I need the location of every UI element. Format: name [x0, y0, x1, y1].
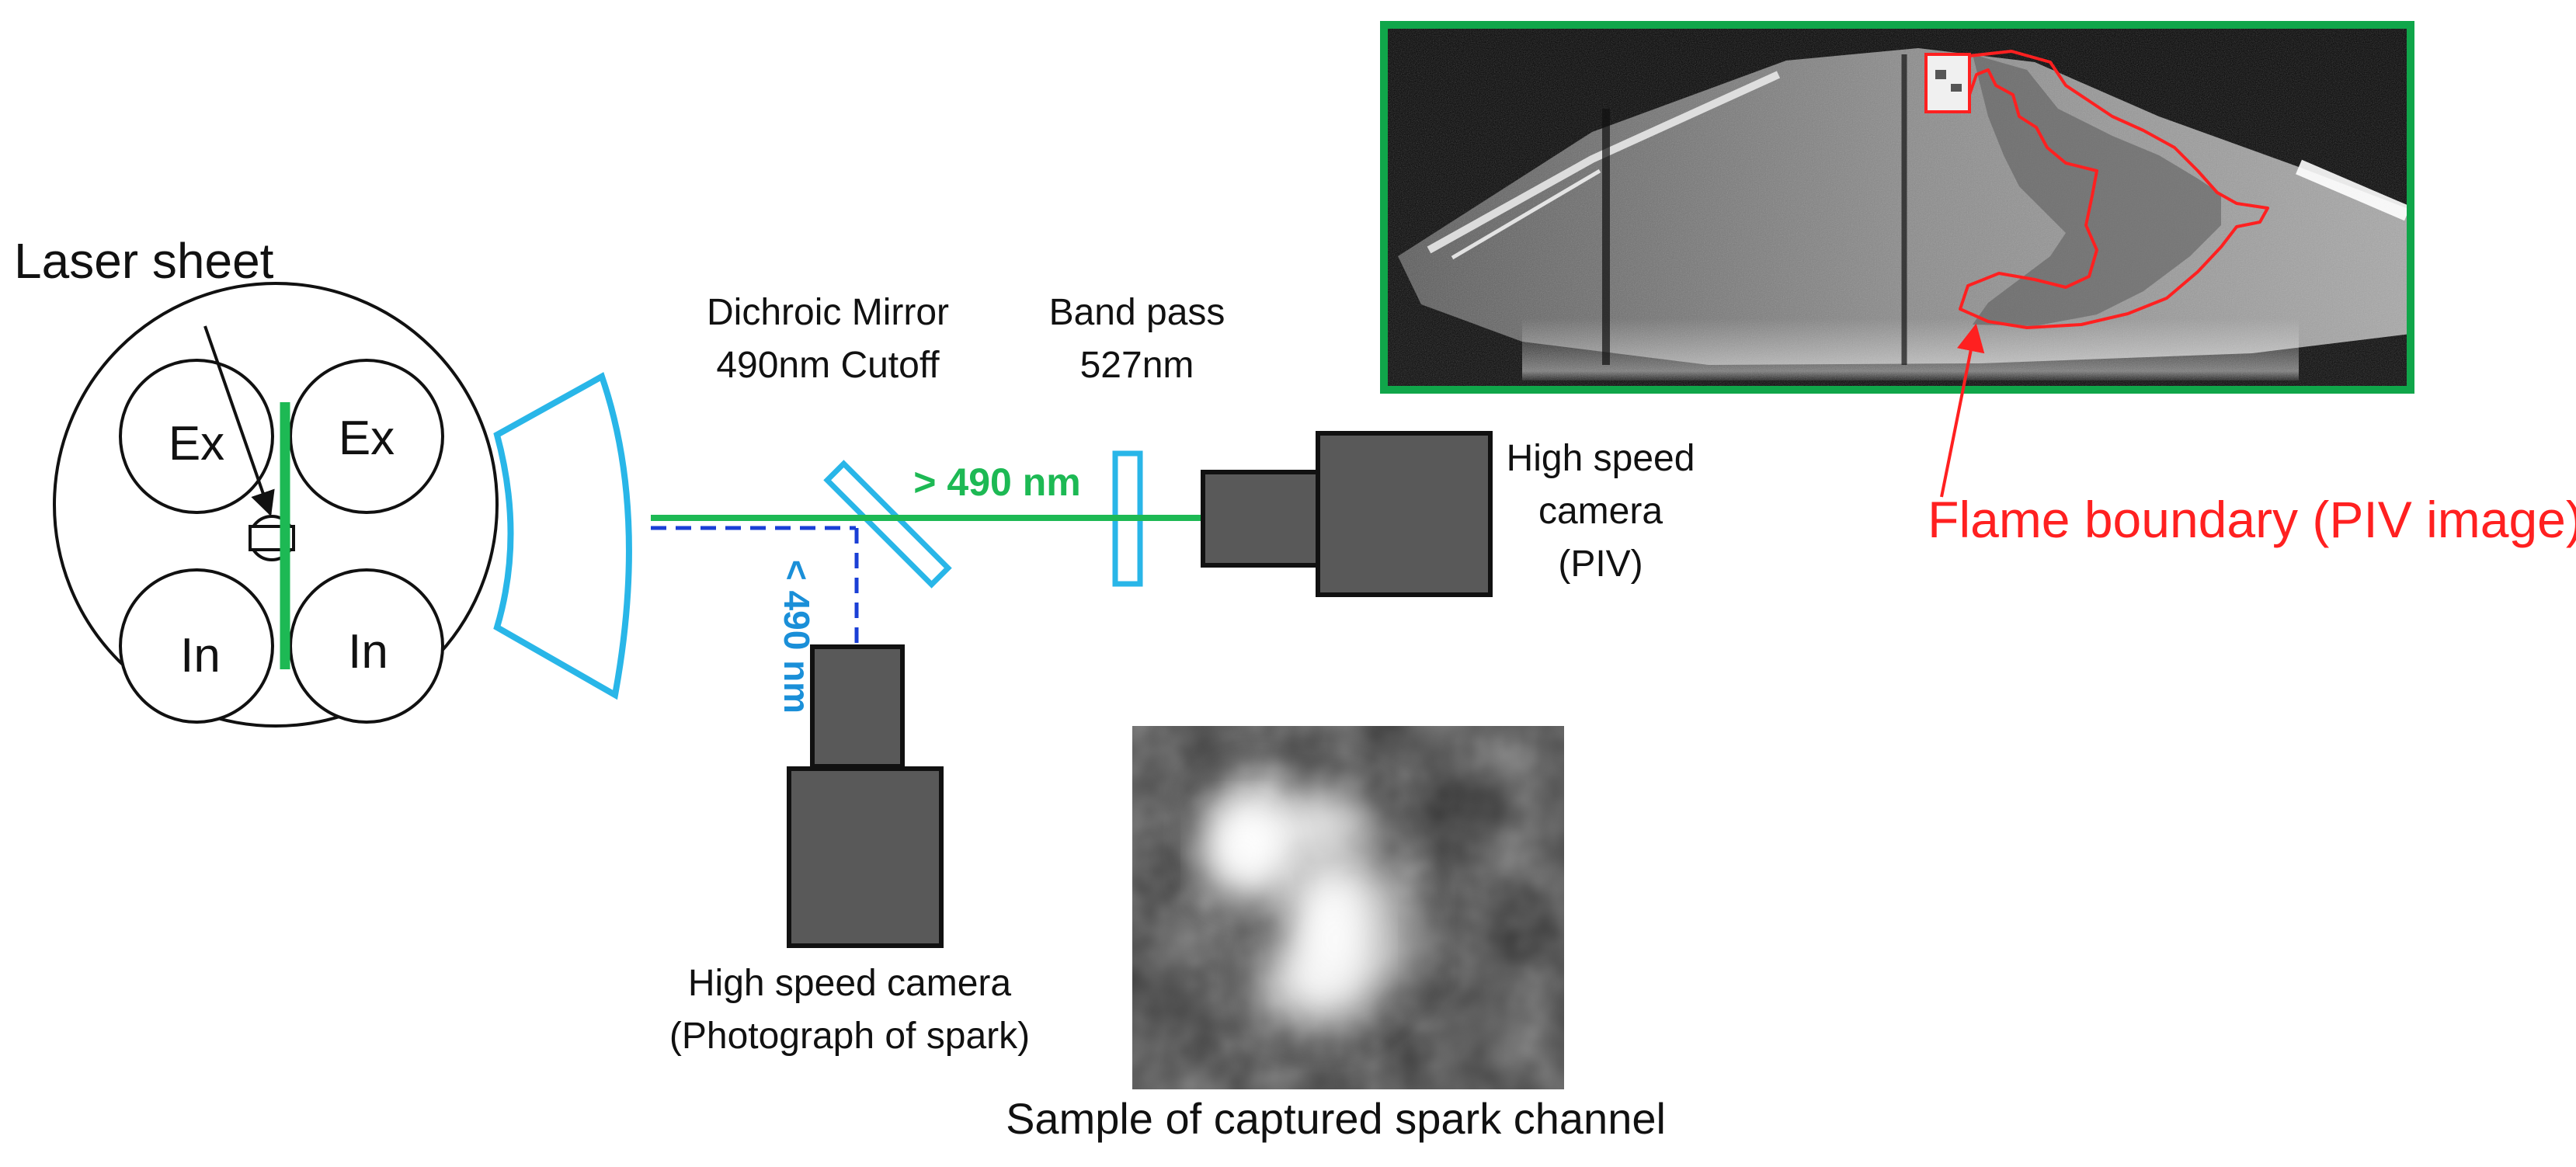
intake-valve-right	[289, 568, 444, 724]
dichroic-mirror	[823, 460, 952, 589]
piv-image	[1380, 21, 2414, 394]
band-pass-label-line1: Band pass	[1049, 292, 1225, 333]
spark-camera-lens	[810, 644, 905, 769]
flame-boundary-pointer	[1940, 323, 1985, 498]
laser-sheet-label: Laser sheet	[14, 233, 274, 289]
spark-camera-label-line2: (Photograph of spark)	[669, 1016, 1030, 1057]
piv-camera-label-line3: (PIV)	[1558, 544, 1643, 585]
long-pass-label: > 490 nm	[913, 460, 1080, 504]
spark-channel-image	[1132, 726, 1564, 1089]
piv-camera-label-line2: camera	[1538, 491, 1663, 532]
band-pass-label-line2: 527nm	[1080, 345, 1194, 386]
flame-boundary-contour	[1959, 50, 2269, 329]
intake-valve-left	[119, 568, 274, 724]
laser-sheet-pointer	[203, 325, 275, 517]
flame-boundary-label: Flame boundary (PIV image)	[1928, 491, 2576, 548]
piv-image-frame	[1380, 21, 2414, 394]
exhaust-valve-right	[289, 359, 444, 514]
valve-label-ex-left: Ex	[169, 417, 224, 471]
dichroic-mirror-label-line2: 490nm Cutoff	[716, 345, 940, 386]
spark-camera-label-line1: High speed camera	[688, 963, 1012, 1004]
piv-camera-body	[1316, 431, 1493, 597]
piv-camera	[1201, 431, 1493, 597]
valve-label-ex-right: Ex	[339, 412, 395, 465]
valve-label-in-left: In	[180, 629, 221, 682]
optical-window	[493, 372, 632, 700]
valve-label-in-right: In	[348, 625, 388, 679]
spark-sample-label: Sample of captured spark channel	[1006, 1094, 1666, 1143]
spark-camera	[787, 644, 944, 948]
spark-camera-body	[787, 766, 944, 948]
dichroic-mirror-label-line1: Dichroic Mirror	[707, 292, 949, 333]
piv-camera-label-line1: High speed	[1507, 438, 1695, 479]
exhaust-valve-left	[119, 359, 274, 514]
engine-cylinder: Ex Ex In In Laser sheet	[14, 233, 499, 728]
piv-camera-lens	[1201, 470, 1322, 568]
